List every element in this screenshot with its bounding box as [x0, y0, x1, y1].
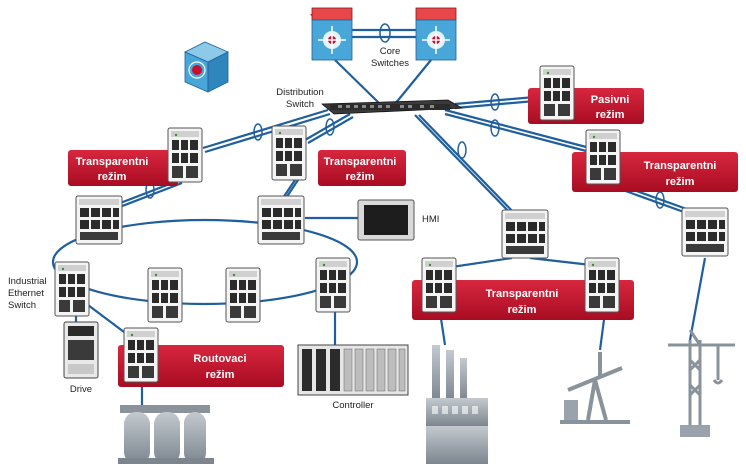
- drive-label: Drive: [70, 384, 92, 395]
- mode-transparent-left-line1: Transparentni: [76, 156, 149, 168]
- mode-transparent-right-line1: Transparentni: [644, 160, 717, 172]
- industrial-switch-label-1: Industrial: [8, 276, 47, 287]
- mode-routing-line2: režim: [206, 369, 235, 381]
- mode-pasivni-line1: Pasivni: [591, 94, 630, 106]
- switch-ring-center-right: [225, 267, 261, 323]
- factory-icon: [426, 345, 488, 464]
- switch-transparent-center: [271, 125, 307, 181]
- switch-pasivni: [539, 65, 575, 121]
- crane-icon: [668, 329, 735, 437]
- link-bundle-rings: [145, 23, 665, 209]
- network-links: [51, 28, 707, 405]
- distribution-switch: [320, 99, 464, 115]
- switch-ring-left: [54, 261, 90, 317]
- core-switches-label-2: Switches: [371, 58, 409, 69]
- mode-box-transparent-center: Transparentni režim: [318, 150, 406, 186]
- switch-ring-center-left: [147, 267, 183, 323]
- switch-ring-right: [315, 257, 351, 313]
- core-switch-left: [310, 7, 353, 61]
- mode-box-transparent-left: Transparentni režim: [68, 150, 178, 186]
- switch-ring-top-left: [75, 195, 123, 245]
- hmi-label: HMI: [422, 214, 439, 225]
- mode-routing-line1: Routovaci: [193, 353, 246, 365]
- core-switches-label-1: Core: [380, 46, 401, 57]
- distribution-switch-label-2: Switch: [286, 99, 314, 110]
- storage-tanks-icon: [118, 405, 214, 464]
- switch-routing: [123, 327, 159, 383]
- core-switch-right: [415, 7, 457, 61]
- switch-transparent-right: [585, 129, 621, 185]
- switch-transparent-bottom-left: [421, 257, 457, 313]
- mode-transparent-bottom-line2: režim: [508, 304, 537, 316]
- switch-center-right: [501, 209, 549, 259]
- drive-device: [63, 321, 99, 379]
- mode-box-routing: Routovaci režim: [118, 345, 284, 387]
- controller-label: Controller: [332, 400, 373, 411]
- mode-transparent-center-line2: režim: [346, 171, 375, 183]
- mode-transparent-right-line2: režim: [666, 176, 695, 188]
- pump-jack-icon: [560, 352, 630, 424]
- industrial-switch-label-2: Ethernet: [8, 288, 44, 299]
- controller-rack: [297, 344, 409, 396]
- switch-transparent-left: [167, 127, 203, 183]
- mode-pasivni-line2: režim: [596, 109, 625, 121]
- switch-far-right: [681, 207, 729, 257]
- mode-transparent-center-line1: Transparentni: [324, 156, 397, 168]
- mode-transparent-left-line2: režim: [98, 171, 127, 183]
- mode-box-transparent-bottom: Transparentni režim: [412, 280, 634, 320]
- hmi-panel: [357, 199, 415, 241]
- switch-transparent-bottom-right: [584, 257, 620, 313]
- mode-transparent-bottom-line1: Transparentni: [486, 288, 559, 300]
- industrial-switch-label-3: Switch: [8, 300, 36, 311]
- router-cube: [184, 41, 229, 93]
- switch-ring-top-right: [257, 195, 305, 245]
- distribution-switch-label-1: Distribution: [276, 87, 324, 98]
